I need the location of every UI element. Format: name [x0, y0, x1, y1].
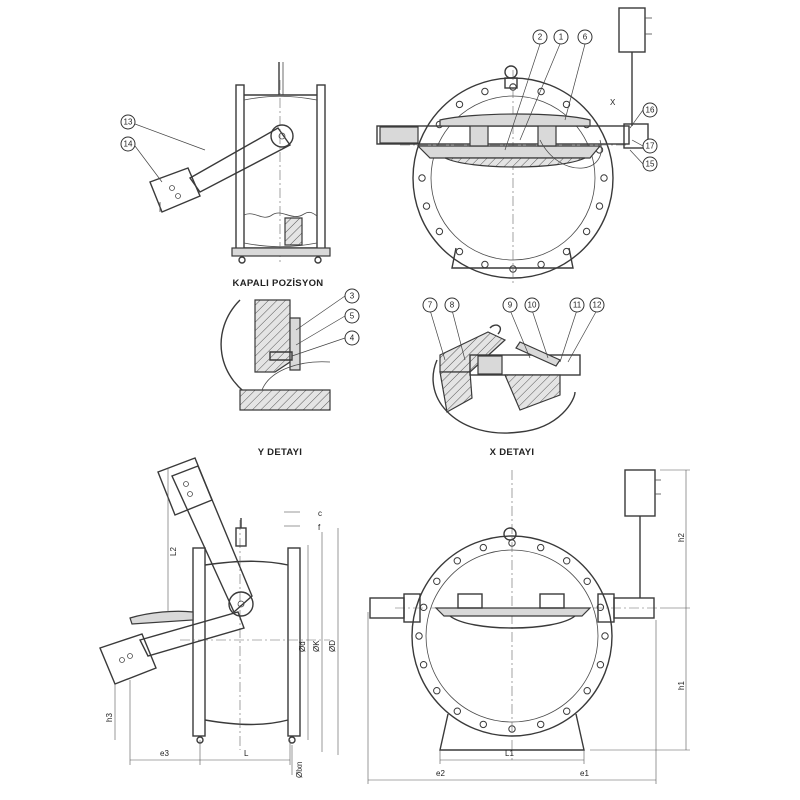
- balloon-7: 7: [422, 297, 438, 313]
- flange-bolt-hole: [595, 202, 604, 210]
- balloon-15: 15: [642, 156, 658, 172]
- dim-h1: h1: [677, 681, 686, 690]
- flange-bolt-hole: [537, 260, 545, 269]
- balloon-1: 1: [553, 29, 569, 45]
- dim-h2: h2: [677, 533, 686, 542]
- flange-bolt-hole: [419, 661, 428, 669]
- x-view-marker: X: [610, 98, 616, 107]
- flange-bolt-hole: [418, 174, 426, 182]
- balloon-14: 14: [120, 136, 136, 152]
- flange-bolt-hole: [601, 632, 609, 640]
- dim-K: ØK: [312, 640, 321, 652]
- x-detail-caption: X DETAYI: [490, 447, 535, 458]
- flange-bolt-hole: [453, 557, 461, 565]
- flange-bolt-hole: [453, 707, 461, 715]
- part-balloons: 13 14 2 1 6 16 17 15 3 5 4 7 8 9 10 11 1…: [120, 29, 658, 363]
- balloon-12: 12: [589, 297, 605, 313]
- dim-e2: e2: [436, 769, 445, 778]
- flange-bolt-hole: [583, 577, 591, 585]
- svg-text:10: 10: [528, 301, 537, 310]
- dim-d: Ød: [298, 641, 307, 652]
- svg-text:2: 2: [538, 33, 543, 42]
- dim-e3: e3: [160, 749, 169, 758]
- y-detail-view: Y DETAYI: [220, 299, 331, 458]
- dim-L2: L2: [169, 547, 178, 556]
- closed-position-caption: KAPALI POZİSYON: [233, 278, 324, 289]
- svg-text:16: 16: [646, 106, 655, 115]
- flange-bolt-hole: [455, 247, 464, 256]
- side-dimension-view: [99, 457, 339, 775]
- svg-text:8: 8: [450, 301, 455, 310]
- flange-bolt-hole: [596, 661, 605, 669]
- flange-bolt-hole: [562, 100, 571, 109]
- flange-bolt-hole: [596, 603, 605, 611]
- dim-f: f: [318, 523, 321, 532]
- svg-text:14: 14: [124, 140, 133, 149]
- front-section-view: X: [376, 7, 652, 285]
- balloon-9: 9: [502, 297, 518, 313]
- svg-text:6: 6: [583, 33, 588, 42]
- flange-bolt-hole: [455, 100, 464, 109]
- flange-bolt-hole: [422, 202, 431, 210]
- flange-bolt-hole: [537, 543, 545, 552]
- svg-text:12: 12: [593, 301, 602, 310]
- dimension-labels: c f L2 Ød ØK ØD h3 e3 L Ølxn h2 h1 L1 e2…: [105, 509, 686, 778]
- dim-e1: e1: [580, 769, 589, 778]
- y-detail-caption: Y DETAYI: [258, 447, 302, 458]
- balloon-4: 4: [344, 330, 360, 346]
- balloon-2: 2: [532, 29, 548, 45]
- svg-text:5: 5: [350, 312, 355, 321]
- flange-bolt-hole: [481, 87, 489, 96]
- balloon-13: 13: [120, 114, 136, 130]
- flange-bolt-hole: [419, 603, 428, 611]
- flange-bolt-hole: [537, 720, 545, 729]
- svg-text:15: 15: [646, 160, 655, 169]
- balloon-17: 17: [642, 138, 658, 154]
- dim-D: ØD: [328, 640, 337, 652]
- svg-text:9: 9: [508, 301, 513, 310]
- flange-bolt-hole: [433, 687, 441, 695]
- flange-bolt-hole: [563, 557, 571, 565]
- balloon-10: 10: [524, 297, 540, 313]
- dim-c: c: [318, 509, 322, 518]
- svg-text:3: 3: [350, 292, 355, 301]
- flange-bolt-hole: [479, 543, 487, 552]
- flange-bolt-hole: [479, 720, 487, 729]
- flange-bolt-hole: [415, 632, 423, 640]
- dim-lxn: Ølxn: [295, 762, 304, 778]
- svg-text:13: 13: [124, 118, 133, 127]
- flange-bolt-hole: [433, 577, 441, 585]
- flange-bolt-hole: [600, 174, 608, 182]
- svg-text:4: 4: [350, 334, 355, 343]
- dim-L1: L1: [505, 749, 514, 758]
- balloon-11: 11: [569, 297, 585, 313]
- closed-position-view: KAPALI POZİSYON: [149, 62, 331, 289]
- dim-h3: h3: [105, 713, 114, 722]
- x-detail-view: X DETAYI: [432, 324, 581, 458]
- flange-bolt-hole: [563, 707, 571, 715]
- front-dimension-view: [367, 469, 690, 784]
- flange-bolt-hole: [481, 260, 489, 269]
- balloon-6: 6: [577, 29, 593, 45]
- flange-bolt-hole: [583, 687, 591, 695]
- svg-text:17: 17: [646, 142, 655, 151]
- flange-bolt-hole: [582, 227, 591, 236]
- svg-text:11: 11: [573, 301, 582, 310]
- balloon-5: 5: [344, 308, 360, 324]
- svg-text:1: 1: [559, 33, 564, 42]
- dim-L: L: [244, 749, 249, 758]
- balloon-8: 8: [444, 297, 460, 313]
- balloon-16: 16: [642, 102, 658, 118]
- balloon-3: 3: [344, 288, 360, 304]
- flange-bolt-hole: [435, 227, 444, 236]
- svg-text:7: 7: [428, 301, 433, 310]
